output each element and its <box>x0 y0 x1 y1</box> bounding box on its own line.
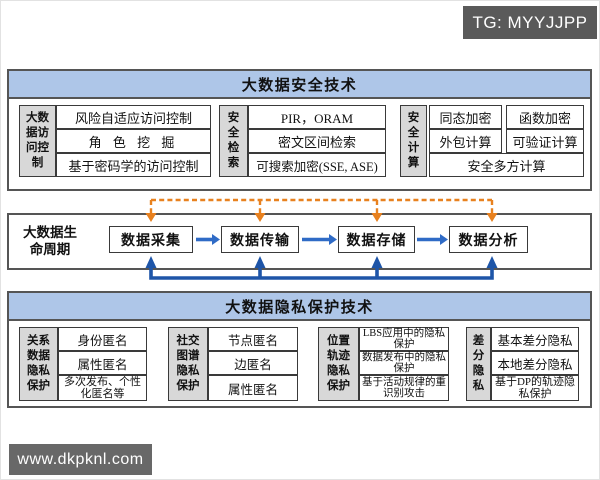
cell-risk-adaptive-access-control: 风险自适应访问控制 <box>56 105 211 129</box>
cell-data-publishing-privacy: 数据发布中的隐私保护 <box>359 351 449 375</box>
privacy-group-label-relational-data: 关系 数据 隐私 保护 <box>19 327 58 401</box>
cell-dp-trajectory-privacy: 基于DP的轨迹隐私保护 <box>491 375 579 401</box>
cell-pir-oram: PIR，ORAM <box>248 105 386 129</box>
stage-box-data-collection: 数据采集 <box>109 226 193 253</box>
cell-identity-anonymity: 身份匿名 <box>58 327 147 351</box>
security-group-label-secure-computation: 安 全 计 算 <box>400 105 427 177</box>
cell-attribute-anonymity-social: 属性匿名 <box>208 375 298 401</box>
cell-edge-anonymity: 边匿名 <box>208 351 298 375</box>
cell-multi-release-personalized-anonymity: 多次发布、个性化匿名等 <box>58 375 147 401</box>
cell-crypto-based-access-control: 基于密码学的访问控制 <box>56 153 211 177</box>
stage-box-data-storage: 数据存储 <box>338 226 415 253</box>
cell-attribute-anonymity: 属性匿名 <box>58 351 147 375</box>
security-group-label-secure-retrieval: 安 全 检 索 <box>219 105 248 177</box>
stage-box-data-transmission: 数据传输 <box>221 226 299 253</box>
cell-functional-encryption: 函数加密 <box>506 105 584 129</box>
orange-dashed-lines <box>149 198 494 214</box>
cell-role-mining: 角 色 挖 掘 <box>56 129 211 153</box>
cell-node-anonymity: 节点匿名 <box>208 327 298 351</box>
cell-ciphertext-range-search: 密文区间检索 <box>248 129 386 153</box>
cell-activity-pattern-reidentification: 基于活动规律的重识别攻击 <box>359 375 449 401</box>
privacy-group-label-social-graph: 社交 图谱 隐私 保护 <box>168 327 208 401</box>
lifecycle-label: 大数据生 命周期 <box>23 225 77 257</box>
website-badge: www.dkpknl.com <box>9 444 152 475</box>
cell-basic-differential-privacy: 基本差分隐私 <box>491 327 579 351</box>
privacy-group-label-location-trajectory: 位置 轨迹 隐私 保护 <box>318 327 359 401</box>
tg-badge: TG: MYYJJPP <box>463 6 597 39</box>
cell-verifiable-computation: 可验证计算 <box>506 129 584 153</box>
stage-box-data-analysis: 数据分析 <box>449 226 528 253</box>
security-group-label-access-control: 大数 据访 问控 制 <box>19 105 56 177</box>
cell-local-differential-privacy: 本地差分隐私 <box>491 351 579 375</box>
privacy-group-label-differential-privacy: 差 分 隐 私 <box>466 327 491 401</box>
security-section-title: 大数据安全技术 <box>9 71 590 99</box>
cell-outsourced-computation: 外包计算 <box>429 129 502 153</box>
cell-homomorphic-encryption: 同态加密 <box>429 105 502 129</box>
cell-lbs-privacy: LBS应用中的隐私保护 <box>359 327 449 351</box>
privacy-section-title: 大数据隐私保护技术 <box>9 293 590 321</box>
cell-secure-multiparty-computation: 安全多方计算 <box>429 153 584 177</box>
cell-searchable-encryption: 可搜索加密(SSE, ASE) <box>248 153 386 177</box>
